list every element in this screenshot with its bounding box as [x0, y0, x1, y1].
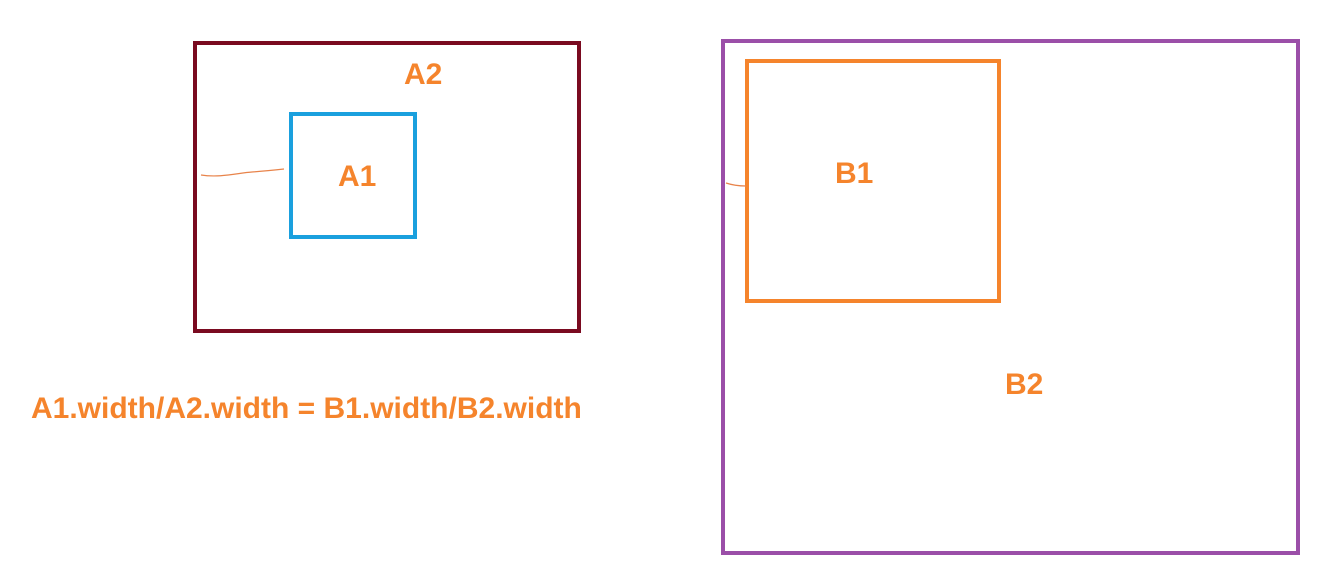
- box-a2: [193, 41, 581, 333]
- label-b1: B1: [835, 157, 874, 190]
- label-a1: A1: [338, 160, 377, 193]
- box-a1: [289, 112, 417, 239]
- label-b2: B2: [1005, 368, 1044, 401]
- formula-text: A1.width/A2.width = B1.width/B2.width: [31, 392, 582, 425]
- box-b2: [721, 39, 1300, 555]
- label-a2: A2: [404, 58, 443, 91]
- box-b1: [745, 59, 1001, 303]
